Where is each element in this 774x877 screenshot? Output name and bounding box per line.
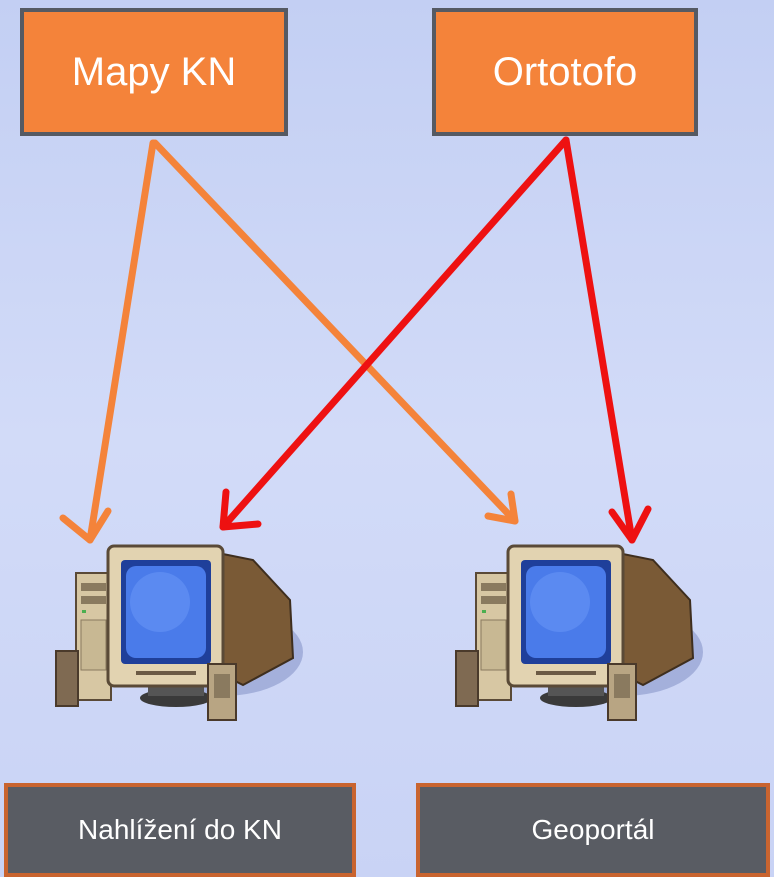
target-box-geoportal: Geoportál [416,783,770,877]
target-box-nahlizeni-do-kn: Nahlížení do KN [4,783,356,877]
computer-icon [55,544,303,721]
source-box-mapy-kn: Mapy KN [20,8,288,136]
target-label: Nahlížení do KN [78,814,282,845]
computer-icon [455,544,703,721]
arrow-mapy-to-nahlizeni [59,139,157,544]
arrow-ortotofo-to-geoportal [562,136,652,544]
arrow-ortotofo-to-nahlizeni [219,136,570,531]
arrow-mapy-to-geoportal [151,139,519,525]
source-box-ortotofo: Ortotofo [432,8,698,136]
source-label: Mapy KN [71,49,237,94]
source-label: Ortotofo [492,49,638,94]
target-label: Geoportál [531,814,655,845]
